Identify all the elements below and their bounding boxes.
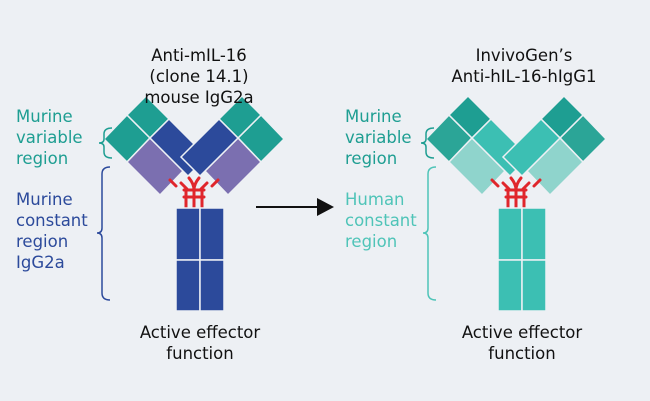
right-ab-disulfide-bonds bbox=[490, 176, 542, 212]
left-constant-region-label: Murine constant region IgG2a bbox=[16, 190, 88, 272]
left-variable-region-label: Murine variable region bbox=[16, 107, 83, 168]
right-ab-fc-ch2-right bbox=[521, 207, 547, 261]
left-variable-bracket bbox=[98, 127, 113, 159]
left-ab-disulfide-bonds bbox=[168, 176, 220, 212]
left-ab-fc-ch2-right bbox=[199, 207, 225, 261]
right-variable-region-label: Murine variable region bbox=[345, 107, 412, 168]
right-antibody-title: InvivoGen’s Anti-hIL-16-hIgG1 bbox=[451, 46, 597, 86]
right-constant-region-label: Human constant region bbox=[345, 190, 417, 251]
right-ab-fc-ch2-left bbox=[497, 207, 523, 261]
left-ab-fc-region bbox=[175, 207, 225, 312]
left-ab-fc-ch2-left bbox=[175, 207, 201, 261]
right-ab-fc-ch3-right bbox=[521, 259, 547, 312]
conversion-arrow bbox=[256, 198, 334, 216]
left-antibody-title: Anti-mIL-16 (clone 14.1) mouse IgG2a bbox=[144, 46, 254, 107]
left-ab-fc-ch3-left bbox=[175, 259, 201, 312]
right-ab-fc-ch3-left bbox=[497, 259, 523, 312]
right-constant-bracket bbox=[422, 166, 437, 301]
left-antibody bbox=[102, 94, 286, 312]
left-effector-function-label: Active effector function bbox=[139, 323, 261, 363]
right-ab-heavy-constant-right bbox=[501, 117, 562, 178]
left-constant-bracket bbox=[96, 166, 111, 301]
right-variable-bracket bbox=[420, 127, 435, 159]
left-ab-heavy-constant-right bbox=[179, 117, 240, 178]
right-effector-function-label: Active effector function bbox=[461, 323, 583, 363]
right-ab-fc-region bbox=[497, 207, 547, 312]
right-antibody bbox=[424, 94, 608, 312]
left-ab-fc-ch3-right bbox=[199, 259, 225, 312]
